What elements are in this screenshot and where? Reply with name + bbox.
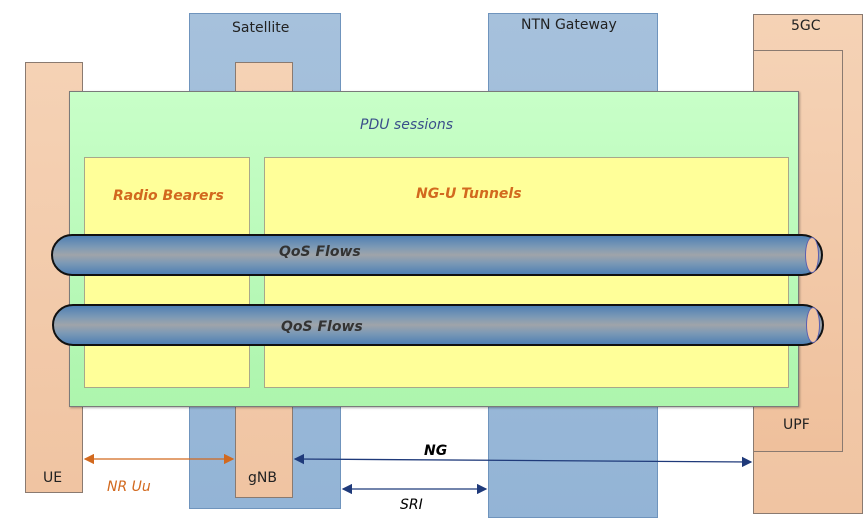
upf-label: UPF: [783, 417, 810, 433]
ue-label: UE: [43, 470, 63, 486]
ng-link: [293, 453, 753, 468]
satellite-label: Satellite: [232, 20, 290, 36]
ngu-tunnels-label: NG-U Tunnels: [416, 186, 522, 202]
qos-flow-tube-2-end: [806, 307, 820, 343]
ng-label: NG: [424, 443, 448, 459]
radio-bearers-label: Radio Bearers: [113, 188, 224, 204]
5gc-label: 5GC: [791, 18, 821, 34]
qos-flow-tube-1-end: [805, 237, 819, 273]
qos-flow-label-1: QoS Flows: [279, 244, 361, 260]
pdu-sessions-label: PDU sessions: [360, 117, 454, 133]
gnb-label: gNB: [248, 470, 277, 486]
sri-label: SRI: [400, 497, 423, 513]
ntn-gateway-label: NTN Gateway: [521, 17, 617, 33]
qos-flow-tube-2: [52, 304, 824, 346]
qos-flow-label-2: QoS Flows: [281, 319, 363, 335]
qos-flow-tube-1: [51, 234, 823, 276]
nr-uu-label: NR Uu: [107, 479, 151, 495]
